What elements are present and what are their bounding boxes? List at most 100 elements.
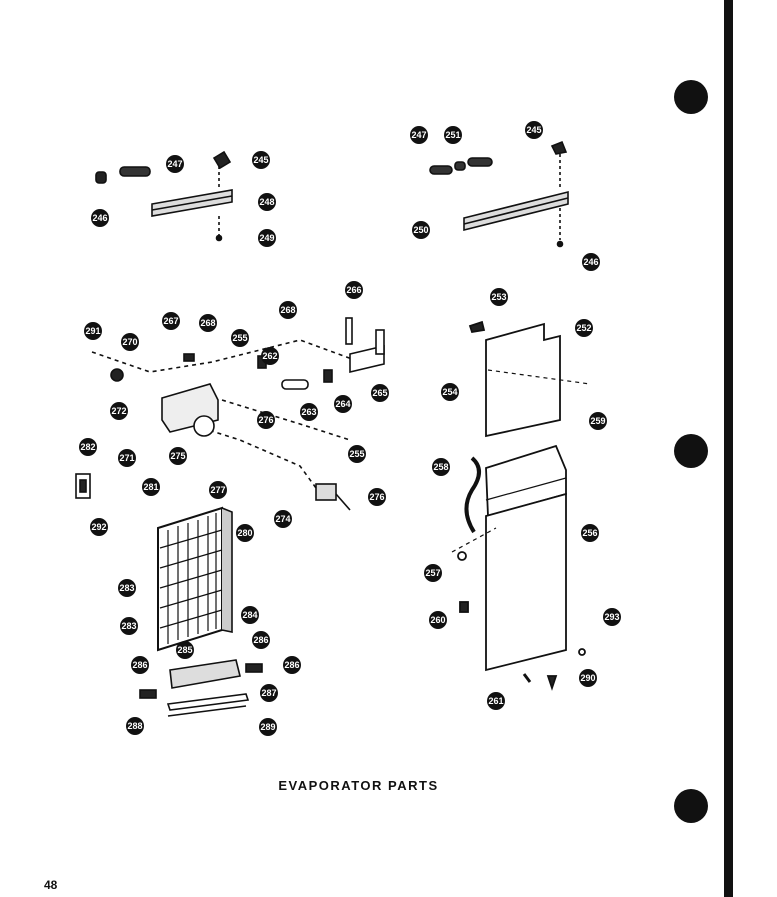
callout-291: 291 xyxy=(84,322,102,340)
svg-text:247: 247 xyxy=(411,130,426,140)
svg-text:247: 247 xyxy=(167,159,182,169)
punch-hole-middle xyxy=(674,434,708,468)
svg-text:284: 284 xyxy=(242,610,257,620)
callout-254: 254 xyxy=(441,383,459,401)
svg-text:264: 264 xyxy=(335,399,350,409)
callout-250: 250 xyxy=(412,221,430,239)
svg-text:263: 263 xyxy=(301,407,316,417)
svg-text:246: 246 xyxy=(583,257,598,267)
callout-256: 256 xyxy=(581,524,599,542)
svg-text:266: 266 xyxy=(346,285,361,295)
callout-280: 280 xyxy=(236,524,254,542)
callout-283: 283 xyxy=(118,579,136,597)
callout-263: 263 xyxy=(300,403,318,421)
callout-285: 285 xyxy=(176,641,194,659)
svg-text:268: 268 xyxy=(280,305,295,315)
svg-text:288: 288 xyxy=(127,721,142,731)
svg-text:261: 261 xyxy=(488,696,503,706)
callout-288: 288 xyxy=(126,717,144,735)
top-right-rail-assembly xyxy=(429,140,569,248)
callout-286: 286 xyxy=(252,631,270,649)
callout-286: 286 xyxy=(131,656,149,674)
callout-271: 271 xyxy=(118,449,136,467)
binding-edge xyxy=(724,0,733,897)
svg-text:250: 250 xyxy=(413,225,428,235)
callout-245: 245 xyxy=(252,151,270,169)
callout-246: 246 xyxy=(582,253,600,271)
callout-275: 275 xyxy=(169,447,187,465)
svg-text:291: 291 xyxy=(85,326,100,336)
svg-text:280: 280 xyxy=(237,528,252,538)
svg-text:251: 251 xyxy=(445,130,460,140)
callout-253: 253 xyxy=(490,288,508,306)
callout-287: 287 xyxy=(260,684,278,702)
svg-text:245: 245 xyxy=(526,125,541,135)
callout-292: 292 xyxy=(90,518,108,536)
callout-283: 283 xyxy=(120,617,138,635)
callout-267: 267 xyxy=(162,312,180,330)
callout-281: 281 xyxy=(142,478,160,496)
svg-text:285: 285 xyxy=(177,645,192,655)
callout-266: 266 xyxy=(345,281,363,299)
callout-262: 262 xyxy=(261,347,279,365)
punch-hole-bottom xyxy=(674,789,708,823)
svg-text:268: 268 xyxy=(200,318,215,328)
svg-text:276: 276 xyxy=(258,415,273,425)
svg-text:245: 245 xyxy=(253,155,268,165)
callout-289: 289 xyxy=(259,718,277,736)
svg-text:256: 256 xyxy=(582,528,597,538)
callout-255: 255 xyxy=(231,329,249,347)
svg-text:270: 270 xyxy=(122,337,137,347)
callout-286: 286 xyxy=(283,656,301,674)
svg-text:255: 255 xyxy=(232,333,247,343)
callout-264: 264 xyxy=(334,395,352,413)
svg-text:283: 283 xyxy=(121,621,136,631)
svg-text:246: 246 xyxy=(92,213,107,223)
svg-text:286: 286 xyxy=(132,660,147,670)
svg-text:274: 274 xyxy=(275,514,290,524)
svg-text:283: 283 xyxy=(119,583,134,593)
svg-text:275: 275 xyxy=(170,451,185,461)
callout-284: 284 xyxy=(241,606,259,624)
evaporator-parts-diagram: 247 245 246 248 249 247 251 245 250 246 … xyxy=(75,121,621,736)
svg-text:289: 289 xyxy=(260,722,275,732)
svg-text:293: 293 xyxy=(604,612,619,622)
callout-276: 276 xyxy=(368,488,386,506)
callout-249: 249 xyxy=(258,229,276,247)
callout-260: 260 xyxy=(429,611,447,629)
callout-248: 248 xyxy=(258,193,276,211)
callout-274: 274 xyxy=(274,510,292,528)
svg-text:292: 292 xyxy=(91,522,106,532)
callout-255: 255 xyxy=(348,445,366,463)
callout-293: 293 xyxy=(603,608,621,626)
svg-text:255: 255 xyxy=(349,449,364,459)
svg-text:267: 267 xyxy=(163,316,178,326)
svg-text:282: 282 xyxy=(80,442,95,452)
svg-text:260: 260 xyxy=(430,615,445,625)
top-left-rail-assembly xyxy=(95,150,233,242)
svg-text:286: 286 xyxy=(253,635,268,645)
callout-290: 290 xyxy=(579,669,597,687)
svg-text:253: 253 xyxy=(491,292,506,302)
callout-257: 257 xyxy=(424,564,442,582)
svg-text:262: 262 xyxy=(262,351,277,361)
callout-247: 247 xyxy=(410,126,428,144)
callout-259: 259 xyxy=(589,412,607,430)
svg-text:287: 287 xyxy=(261,688,276,698)
svg-text:286: 286 xyxy=(284,660,299,670)
callout-261: 261 xyxy=(487,692,505,710)
svg-text:271: 271 xyxy=(119,453,134,463)
svg-text:257: 257 xyxy=(425,568,440,578)
callout-277: 277 xyxy=(209,481,227,499)
callout-270: 270 xyxy=(121,333,139,351)
callout-282: 282 xyxy=(79,438,97,456)
page-number: 48 xyxy=(44,878,58,892)
callout-265: 265 xyxy=(371,384,389,402)
callout-245: 245 xyxy=(525,121,543,139)
svg-text:252: 252 xyxy=(576,323,591,333)
svg-text:258: 258 xyxy=(433,462,448,472)
callout-252: 252 xyxy=(575,319,593,337)
svg-text:249: 249 xyxy=(259,233,274,243)
evaporator-coil-assembly xyxy=(75,317,385,717)
svg-text:276: 276 xyxy=(369,492,384,502)
